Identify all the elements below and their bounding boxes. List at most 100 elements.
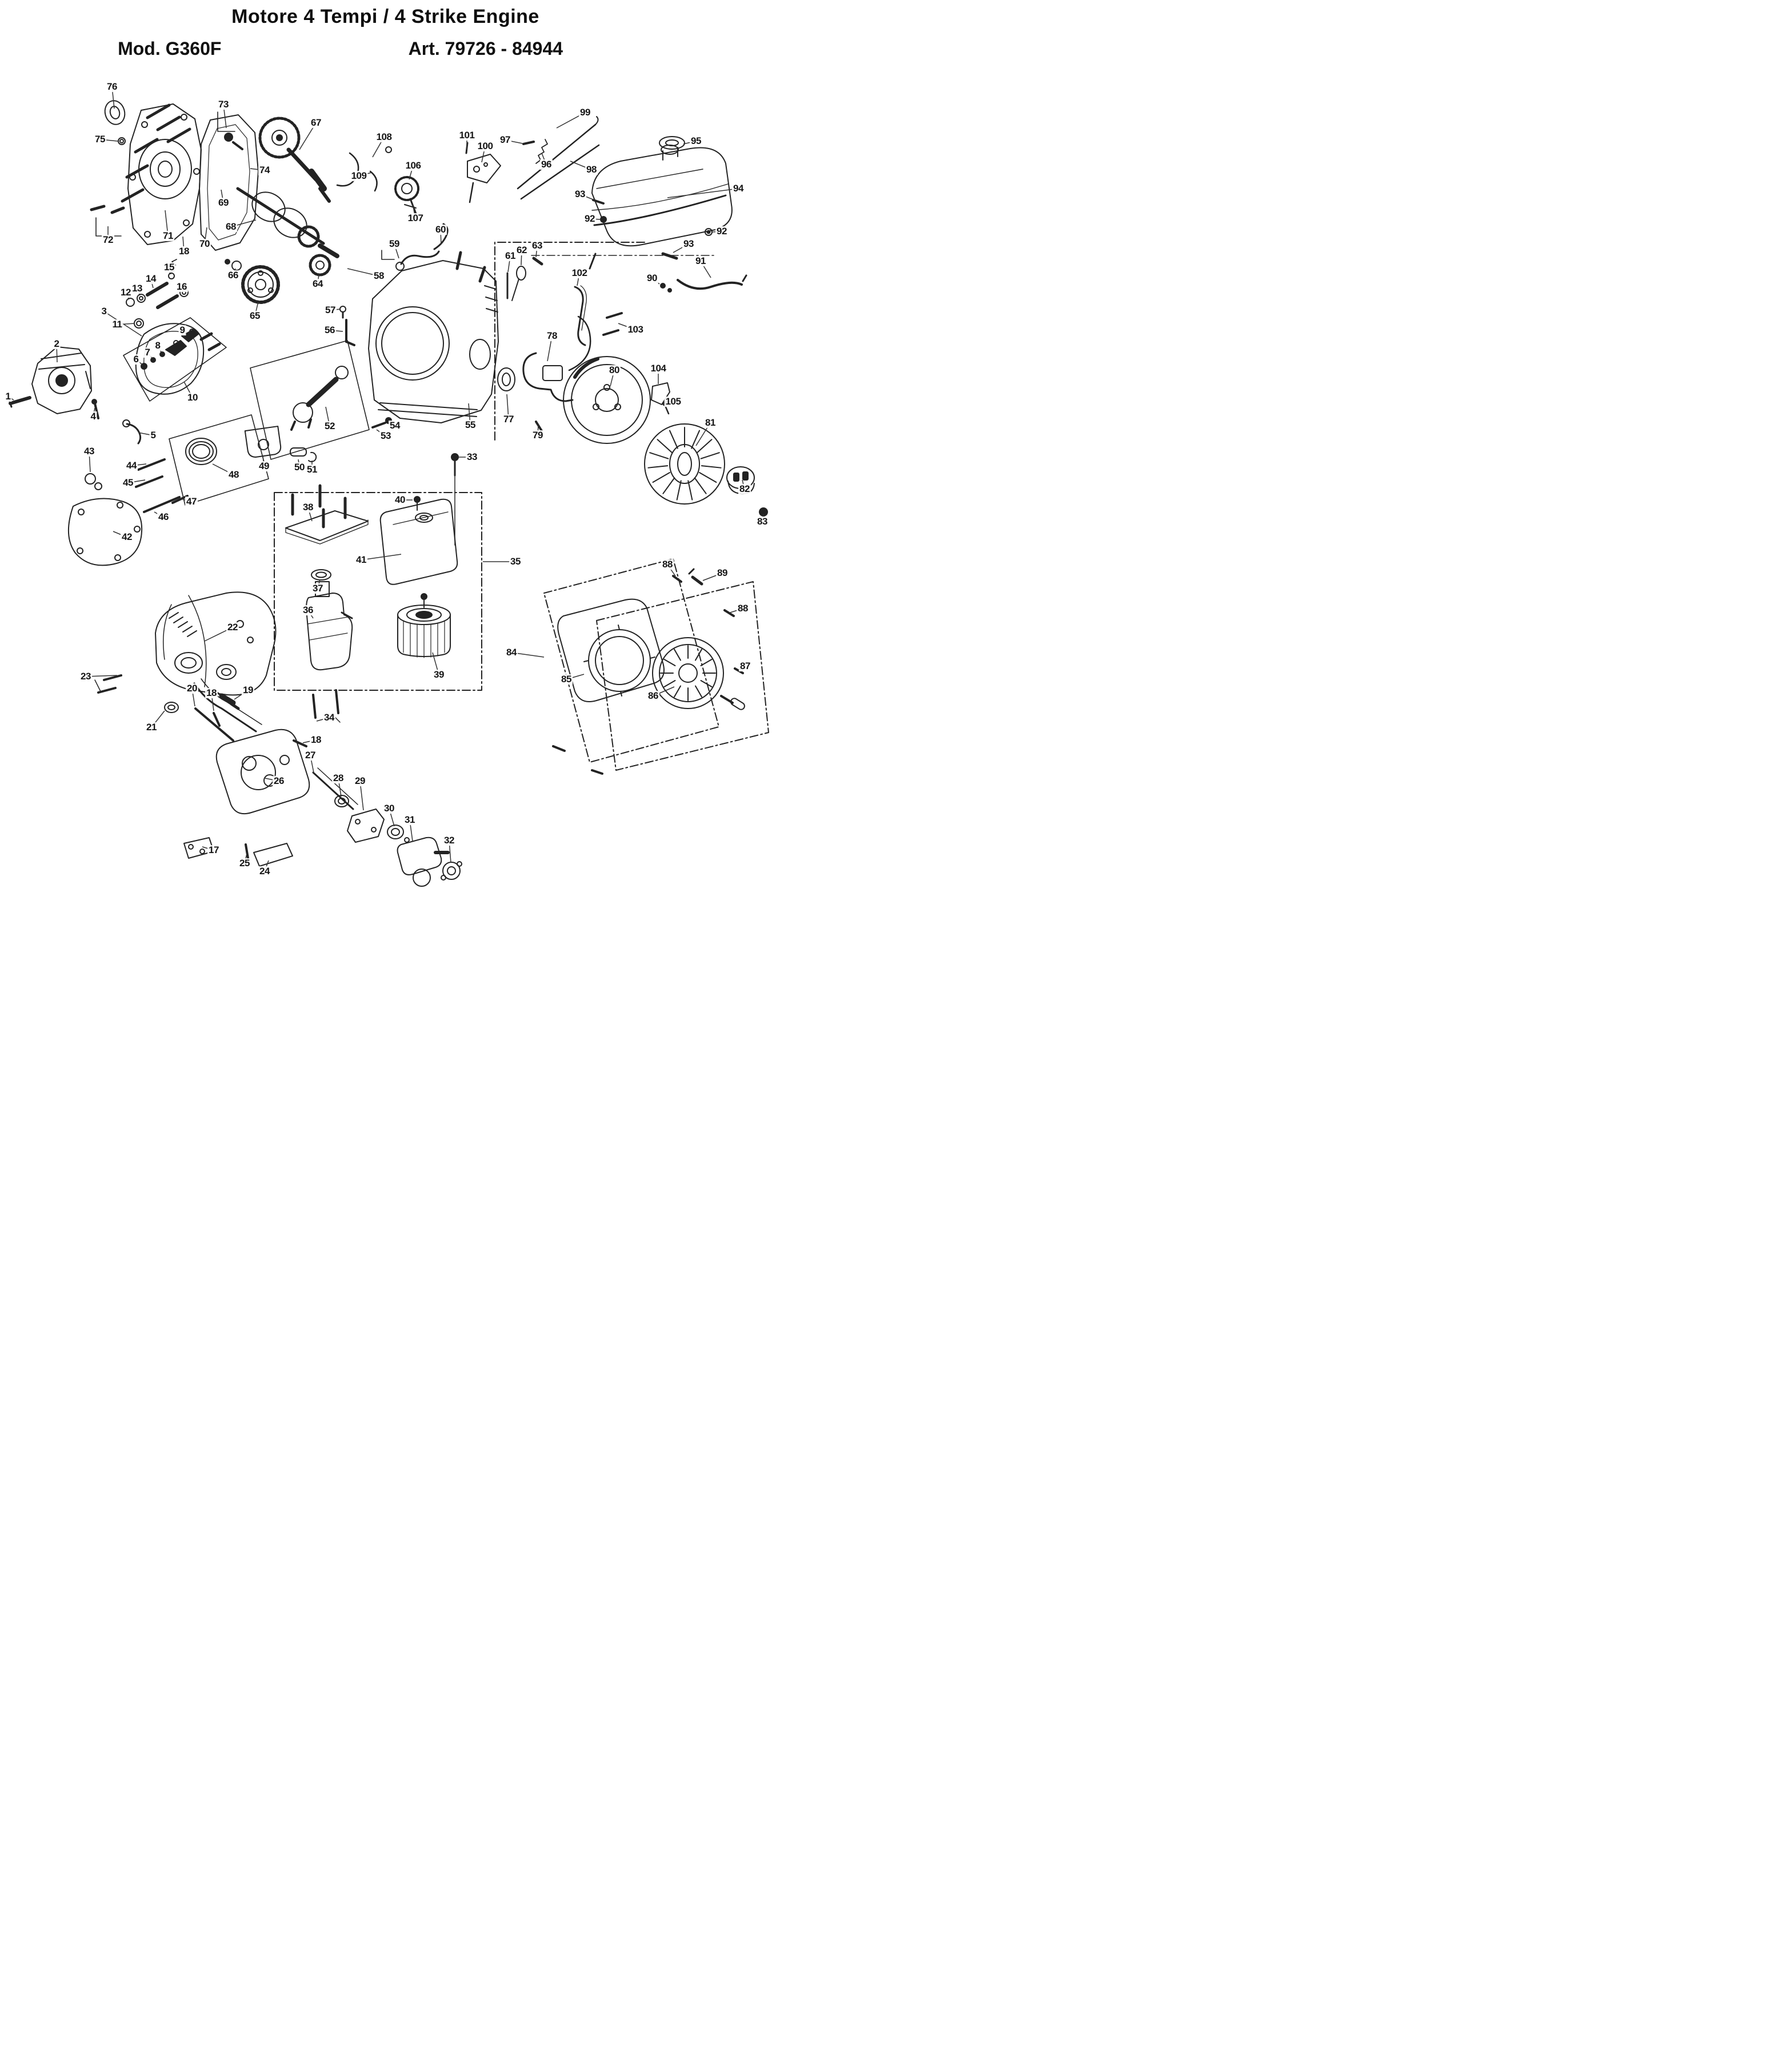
part-label-46: 46 (157, 511, 170, 523)
part-label-99: 99 (579, 107, 591, 118)
crank-seal (497, 367, 515, 391)
flywheel (563, 356, 651, 444)
part-label-10: 10 (186, 392, 199, 403)
part-label-64: 64 (311, 278, 324, 290)
recoil-boxes (543, 558, 769, 771)
diagram-title: Motore 4 Tempi / 4 Strike Engine (231, 6, 539, 27)
case-bolts (135, 458, 189, 513)
part-label-37: 37 (311, 583, 324, 594)
air-filter-box (274, 492, 482, 691)
part-label-58: 58 (373, 270, 385, 282)
part-label-101: 101 (458, 130, 476, 141)
recoil-bolts (552, 568, 744, 775)
part-label-93: 93 (574, 189, 586, 200)
part-label-109: 109 (350, 170, 368, 182)
oil-seal (104, 100, 126, 145)
piston-rings (169, 414, 269, 506)
part-label-91: 91 (694, 255, 707, 267)
article-numbers: Art. 79726 - 84944 (408, 38, 563, 59)
part-label-16: 16 (175, 281, 188, 293)
part-label-102: 102 (570, 267, 589, 279)
part-label-7: 7 (143, 347, 151, 358)
part-label-11: 11 (111, 319, 123, 330)
camshaft (258, 117, 331, 203)
part-label-3: 3 (100, 306, 108, 317)
rocker-assembly (123, 317, 227, 402)
part-label-106: 106 (404, 160, 422, 171)
part-label-108: 108 (375, 131, 393, 143)
part-label-15: 15 (163, 262, 175, 273)
oil-bolt (451, 453, 459, 546)
condenser-parts (506, 257, 543, 301)
part-label-97: 97 (499, 134, 511, 146)
part-label-60: 60 (434, 224, 447, 235)
part-label-52: 52 (323, 421, 336, 432)
part-label-27: 27 (304, 750, 317, 761)
part-label-85: 85 (560, 674, 573, 685)
part-label-75: 75 (94, 134, 106, 145)
connecting-rod (250, 340, 392, 460)
part-label-98: 98 (585, 164, 598, 175)
part-label-67: 67 (310, 117, 322, 129)
part-label-18: 18 (178, 246, 190, 257)
cam-gear (241, 265, 280, 304)
part-label-89: 89 (716, 567, 729, 579)
part-label-54: 54 (389, 420, 401, 431)
part-label-100: 100 (476, 141, 494, 152)
part-label-105: 105 (664, 396, 682, 407)
part-label-83: 83 (756, 516, 769, 527)
dash-boundaries (494, 242, 715, 441)
part-label-45: 45 (122, 477, 134, 489)
part-label-12: 12 (119, 287, 132, 298)
part-label-53: 53 (379, 430, 392, 442)
filter-element (397, 593, 451, 658)
part-label-62: 62 (515, 245, 528, 256)
piston (244, 426, 317, 462)
part-label-25: 25 (238, 858, 251, 869)
part-label-20: 20 (186, 683, 198, 694)
part-label-72: 72 (102, 234, 114, 246)
part-label-4: 4 (89, 411, 97, 422)
diagram-subtitle: Mod. G360F Art. 79726 - 84944 (0, 38, 771, 61)
part-label-68: 68 (225, 221, 237, 233)
part-label-107: 107 (406, 213, 425, 224)
part-label-78: 78 (546, 330, 558, 342)
part-label-19: 19 (242, 685, 254, 696)
part-label-96: 96 (540, 159, 553, 170)
part-label-69: 69 (217, 197, 230, 209)
part-label-31: 31 (403, 814, 416, 826)
carburetor (306, 581, 353, 723)
part-label-84: 84 (505, 647, 518, 658)
part-label-17: 17 (207, 845, 220, 856)
part-label-71: 71 (162, 230, 174, 242)
part-label-18-3: 18 (310, 734, 322, 746)
part-label-73: 73 (217, 99, 230, 110)
leader-41 (361, 554, 402, 561)
part-label-33: 33 (466, 451, 478, 463)
part-label-39: 39 (433, 669, 445, 681)
valve-train-parts (126, 259, 189, 329)
part-label-61: 61 (504, 250, 517, 262)
part-label-57: 57 (324, 305, 337, 316)
part-label-8: 8 (154, 340, 162, 351)
part-label-26: 26 (273, 775, 285, 787)
timing-gear (309, 254, 331, 277)
part-label-41: 41 (355, 554, 367, 566)
part-label-9: 9 (178, 325, 186, 336)
ignition-coil (522, 315, 591, 432)
part-label-40: 40 (394, 494, 406, 506)
part-label-66: 66 (227, 270, 239, 281)
part-label-56: 56 (323, 325, 336, 336)
muffler-bolts (94, 674, 122, 694)
part-label-30: 30 (383, 803, 395, 814)
part-label-76: 76 (106, 81, 118, 93)
part-label-87: 87 (739, 661, 751, 672)
part-label-77: 77 (502, 414, 515, 425)
part-label-1: 1 (4, 391, 12, 402)
breather-tubes (336, 146, 392, 192)
part-label-21: 21 (145, 722, 158, 733)
part-label-34: 34 (323, 712, 335, 723)
part-label-63: 63 (531, 240, 543, 251)
part-label-32: 32 (443, 835, 455, 846)
